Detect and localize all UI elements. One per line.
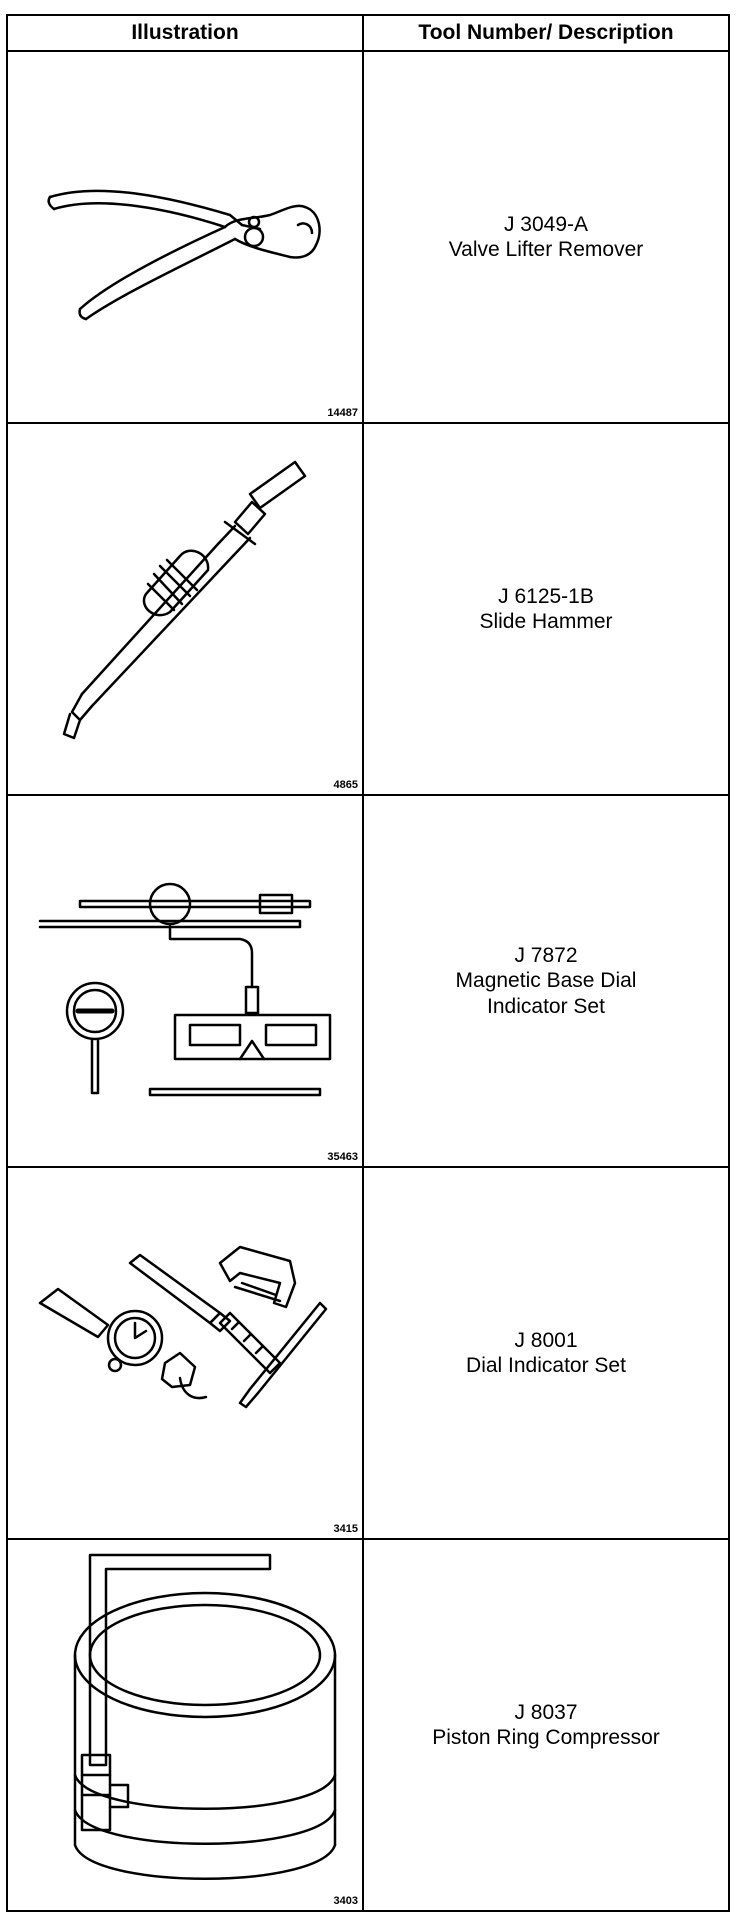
table-row: 35463 J 7872 Magnetic Base Dial Indicato… [6,794,730,1168]
tool-number: J 8001 [514,1328,578,1352]
dial-indicator-set-icon [38,1245,328,1409]
description-cell: J 8001 Dial Indicator Set [362,1166,730,1540]
tool-number: J 7872 [514,944,578,968]
tool-description: Piston Ring Compressor [432,1726,660,1749]
description-cell: J 7872 Magnetic Base Dial Indicator Set [362,794,730,1168]
description-cell: J 6125-1B Slide Hammer [362,422,730,796]
tool-number: J 3049-A [503,212,589,236]
pliers-icon [47,189,321,321]
ring-compressor-icon [73,1553,337,1880]
description-cell: J 3049-A Valve Lifter Remover [362,50,730,424]
figure-code: 3415 [333,1523,358,1535]
table-row: 3403 J 8037 Piston Ring Compressor [6,1538,730,1912]
magnetic-dial-indicator-icon [38,882,332,1097]
tool-number: J 6125-1B [498,584,594,608]
tool-description: Dial Indicator Set [466,1354,626,1377]
figure-code: 35463 [327,1151,358,1163]
figure-code: 3403 [333,1895,358,1907]
tool-description: Magnetic Base Dial Indicator Set [455,969,637,1018]
slide-hammer-icon [62,460,307,740]
header-tool-description: Tool Number/ Description [362,14,730,52]
special-tools-table: Illustration Tool Number/ Description [6,14,730,1912]
table-row: 4865 J 6125-1B Slide Hammer [6,422,730,796]
tool-number: J 8037 [514,1700,578,1724]
tool-description: Slide Hammer [479,610,613,633]
table-header-row: Illustration Tool Number/ Description [6,14,730,52]
illustration-cell: 35463 [6,794,364,1168]
illustration-cell: 3403 [6,1538,364,1912]
figure-code: 14487 [327,407,358,419]
illustration-cell: 4865 [6,422,364,796]
illustration-cell: 14487 [6,50,364,424]
tool-description: Valve Lifter Remover [448,238,644,261]
figure-code: 4865 [333,779,358,791]
description-cell: J 8037 Piston Ring Compressor [362,1538,730,1912]
table-row: 3415 J 8001 Dial Indicator Set [6,1166,730,1540]
illustration-cell: 3415 [6,1166,364,1540]
table-row: 14487 J 3049-A Valve Lifter Remover [6,50,730,424]
header-illustration: Illustration [6,14,364,52]
